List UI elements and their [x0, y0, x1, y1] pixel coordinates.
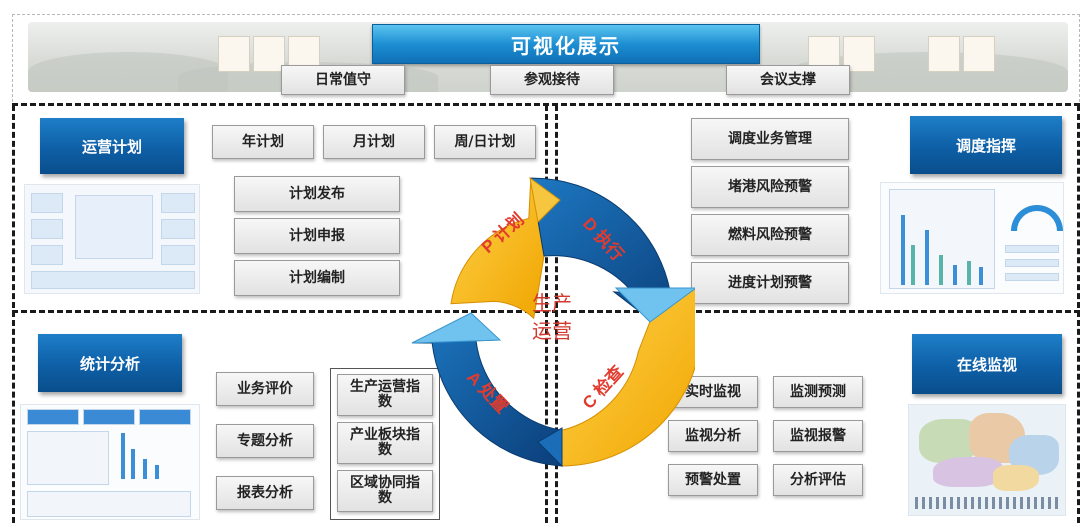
- report-analysis-button[interactable]: 报表分析: [216, 476, 314, 510]
- grid-line-top: [12, 103, 1080, 106]
- arrow-head-right: [614, 287, 695, 323]
- week-day-plan-button[interactable]: 周/日计划: [434, 125, 536, 159]
- arrow-head-left: [411, 312, 502, 344]
- dispatch-command-screenshot: [880, 182, 1064, 294]
- dispatch-business-button[interactable]: 调度业务管理: [691, 118, 849, 160]
- online-monitor-map: [908, 404, 1066, 516]
- monitor-forecast-button[interactable]: 监测预测: [773, 376, 863, 408]
- industry-index-button[interactable]: 产业板块指数: [337, 422, 433, 464]
- grid-line-left: [12, 105, 15, 523]
- arrow-head-top: [529, 176, 561, 224]
- arrow-head-bottom: [537, 427, 563, 468]
- statistics-analysis-title[interactable]: 统计分析: [38, 334, 182, 392]
- online-monitor-title[interactable]: 在线监视: [912, 334, 1062, 394]
- plan-declare-button[interactable]: 计划申报: [234, 218, 400, 254]
- monitor-analysis-button[interactable]: 监视分析: [668, 420, 758, 452]
- visit-reception-button[interactable]: 参观接待: [490, 65, 614, 95]
- cycle-center-line1: 生产: [532, 291, 572, 315]
- analysis-assessment-button[interactable]: 分析评估: [773, 464, 863, 496]
- production-index-button[interactable]: 生产运营指数: [337, 374, 433, 416]
- dispatch-command-title[interactable]: 调度指挥: [910, 116, 1062, 174]
- meeting-support-button[interactable]: 会议支撑: [726, 65, 850, 95]
- statistics-analysis-screenshot: [20, 404, 200, 520]
- topic-analysis-button[interactable]: 专题分析: [216, 424, 314, 458]
- year-plan-button[interactable]: 年计划: [212, 125, 314, 159]
- index-group-frame: [330, 368, 440, 520]
- header-border-left: [12, 14, 13, 102]
- grid-line-center: [545, 105, 548, 523]
- plan-compile-button[interactable]: 计划编制: [234, 260, 400, 296]
- fuel-risk-warning-button[interactable]: 燃料风险预警: [691, 214, 849, 256]
- visualization-title: 可视化展示: [372, 24, 760, 64]
- grid-line-center-2: [555, 105, 558, 523]
- monitor-alarm-button[interactable]: 监视报警: [773, 420, 863, 452]
- operation-plan-screenshot: [24, 184, 200, 294]
- daily-duty-button[interactable]: 日常值守: [281, 65, 405, 95]
- progress-plan-warning-button[interactable]: 进度计划预警: [691, 262, 849, 304]
- header-border-right: [1079, 14, 1080, 102]
- pdca-cycle-diagram: P 计划 D 执行 C 检查 A 处置 生产 运营: [411, 176, 695, 468]
- business-evaluation-button[interactable]: 业务评价: [216, 372, 314, 406]
- plan-publish-button[interactable]: 计划发布: [234, 176, 400, 212]
- operation-plan-title[interactable]: 运营计划: [40, 118, 184, 174]
- grid-line-right: [1077, 105, 1080, 523]
- header-border-top: [12, 14, 1080, 15]
- cycle-segment-c: [561, 288, 695, 467]
- cycle-center-line2: 运营: [532, 319, 572, 343]
- port-congestion-warning-button[interactable]: 堵港风险预警: [691, 166, 849, 208]
- regional-index-button[interactable]: 区域协同指数: [337, 470, 433, 512]
- cycle-segment-d: [530, 177, 695, 321]
- month-plan-button[interactable]: 月计划: [323, 125, 425, 159]
- cycle-segment-p: [450, 178, 545, 320]
- warning-handling-button[interactable]: 预警处置: [668, 464, 758, 496]
